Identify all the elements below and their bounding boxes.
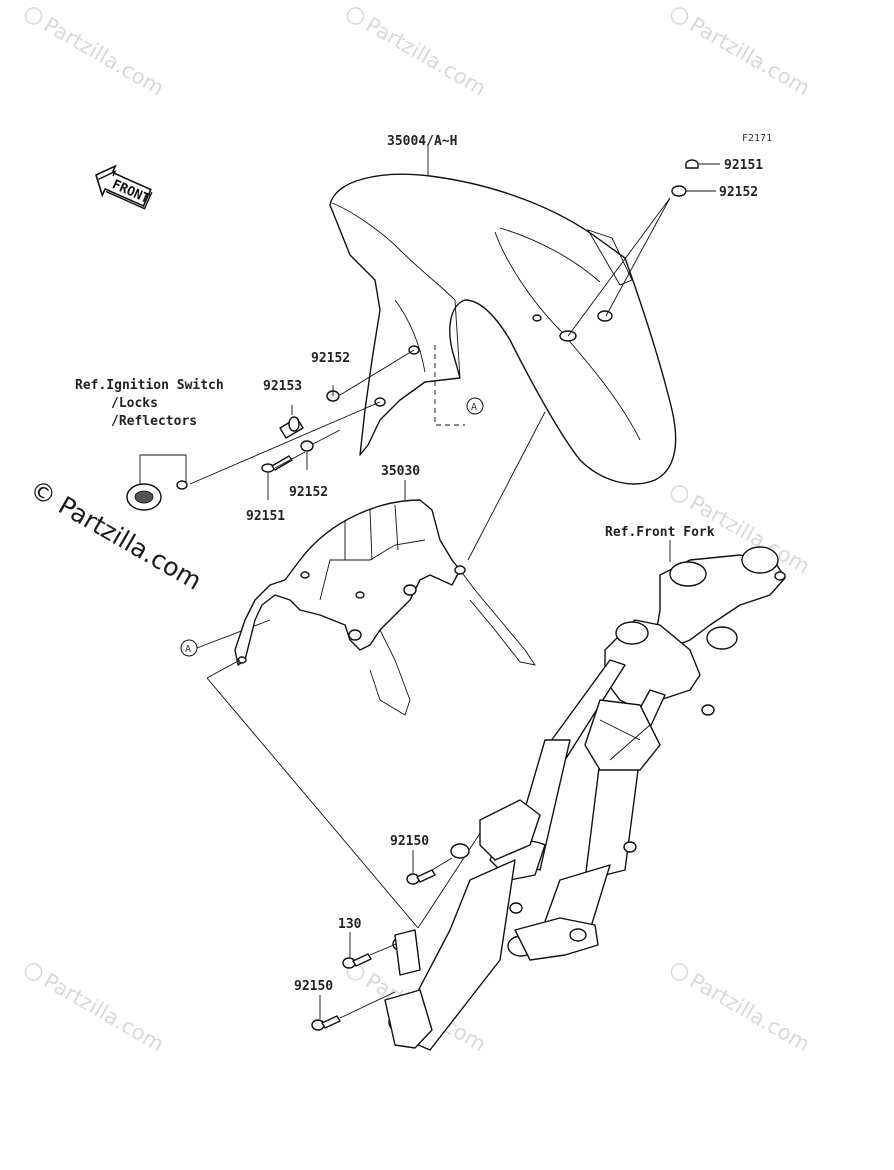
leader-bracket-to-fork — [206, 659, 491, 929]
leader-92150-lower — [319, 991, 396, 1019]
bolt-130 — [342, 953, 372, 969]
copyright-watermark: © Partzilla.com — [25, 474, 207, 596]
leader-left-labels — [267, 385, 334, 500]
leader-ref-a-lower — [196, 619, 271, 649]
dash-ref-a-upper — [434, 345, 465, 426]
leader-lower-left-hardware — [274, 429, 341, 469]
label-ref-front-fork: Ref.Front Fork — [605, 525, 715, 540]
ref-a-upper-text: A — [471, 402, 477, 413]
label-ref-ignition-line3: /Reflectors — [111, 414, 197, 429]
watermark-text: Partzilla.com — [362, 13, 490, 101]
washer-top-right — [671, 185, 687, 197]
figure-code: F2171 — [742, 133, 772, 144]
ref-a-marker-lower: A — [180, 639, 198, 657]
front-direction-arrow: FRONT — [95, 164, 153, 210]
leader-130 — [349, 932, 397, 957]
fender-bracket — [234, 499, 536, 716]
watermark-text: Partzilla.com — [686, 969, 814, 1057]
label-bolt-lower-left: 92151 — [246, 509, 285, 524]
bolt-fork-lower — [311, 1015, 341, 1031]
front-fork — [384, 546, 786, 1051]
cap-nut — [176, 480, 188, 490]
label-washer-top-right: 92152 — [719, 185, 758, 200]
label-bolt-top-right: 92151 — [724, 158, 763, 173]
label-washer-upper-left: 92152 — [311, 351, 350, 366]
watermark-text: Partzilla.com — [40, 13, 168, 101]
label-bolt-fork-upper: 92150 — [390, 834, 429, 849]
leader-fender-to-bracket — [467, 411, 546, 561]
watermark-text: Partzilla.com — [40, 969, 168, 1057]
bolt-top-right — [685, 159, 699, 169]
label-bolt-fork-lower: 92150 — [294, 979, 333, 994]
label-front-fender: 35004/A~H — [387, 134, 457, 149]
bolt-fork-upper — [406, 869, 436, 885]
label-washer-lower-left: 92152 — [289, 485, 328, 500]
front-fender — [329, 173, 677, 485]
leader-top-right-hardware — [567, 197, 671, 337]
leader-upper-washer — [339, 349, 415, 396]
watermark-text: Partzilla.com — [686, 13, 814, 101]
ref-a-lower-text: A — [185, 644, 191, 655]
copyright-text: © Partzilla.com — [25, 474, 207, 596]
label-ref-ignition-line1: Ref.Ignition Switch — [75, 378, 224, 393]
bracket-ignition-ref — [139, 454, 187, 484]
label-collar-left: 92153 — [263, 379, 302, 394]
ignition-cap — [126, 483, 162, 511]
label-fender-bracket: 35030 — [381, 464, 420, 479]
label-bolt-130: 130 — [338, 917, 362, 932]
collar-92153 — [279, 416, 304, 439]
washer-lower-left — [300, 440, 314, 452]
ref-a-marker-upper: A — [466, 397, 484, 415]
leader-92150-upper — [412, 850, 453, 873]
bolt-lower-left — [261, 455, 293, 473]
leader-collar-line — [189, 401, 381, 485]
label-ref-ignition-line2: /Locks — [111, 396, 158, 411]
